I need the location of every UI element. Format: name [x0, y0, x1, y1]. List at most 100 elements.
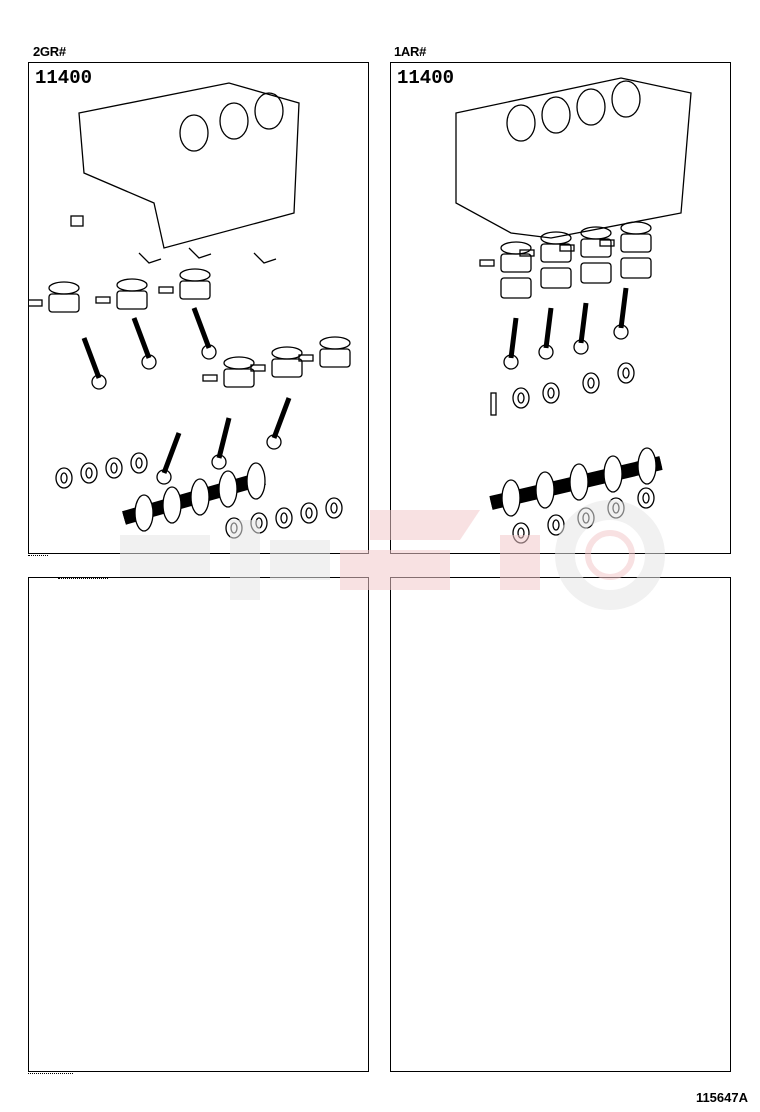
rod-big-end	[91, 374, 107, 390]
divider	[28, 555, 48, 556]
diagram-panel-1ar[interactable]: 11400	[390, 62, 731, 554]
part-number: 11400	[397, 67, 455, 89]
bearing-shell	[325, 497, 343, 519]
bearing-hole	[622, 367, 630, 379]
empty-panel-right	[390, 577, 731, 1072]
bearing-shell	[577, 507, 595, 529]
bearing-hole	[547, 387, 555, 399]
rod-big-end	[266, 434, 282, 450]
piston-pin	[298, 354, 314, 362]
connecting-rod	[578, 302, 589, 344]
piston	[580, 238, 612, 258]
piston	[223, 368, 255, 388]
diagram-panel-2gr[interactable]: 11400	[28, 62, 369, 554]
connecting-rod	[508, 317, 519, 359]
rod-big-end	[156, 469, 172, 485]
piston-ring	[500, 241, 532, 255]
connecting-rod	[543, 307, 554, 349]
piston-ring	[620, 221, 652, 235]
crank-web	[162, 486, 182, 524]
crank-web	[637, 447, 657, 485]
engine-block-assembly-illustration-2gr	[29, 82, 351, 539]
part-number: 11400	[35, 67, 93, 89]
cylinder-bore	[219, 102, 249, 140]
piston-pin	[559, 244, 575, 252]
piston-pin	[479, 259, 495, 267]
cylinder-bore	[179, 114, 209, 152]
bearing-hole	[60, 472, 68, 484]
bearing-shell	[637, 487, 655, 509]
crank-web	[569, 463, 589, 501]
piston	[540, 243, 572, 263]
piston	[580, 262, 612, 284]
cylinder-bore	[541, 96, 571, 134]
piston-ring	[116, 278, 148, 292]
bearing-shell	[55, 467, 73, 489]
bearing-shell	[275, 507, 293, 529]
rod-big-end	[141, 354, 157, 370]
bearing-shell	[225, 517, 243, 539]
bearing-hole	[517, 392, 525, 404]
bolt	[490, 392, 497, 416]
bearing-hole	[552, 519, 560, 531]
bearing-shell	[130, 452, 148, 474]
piston	[271, 358, 303, 378]
connecting-rod	[271, 397, 292, 439]
cylinder-bore	[576, 88, 606, 126]
bearing-shell	[542, 382, 560, 404]
divider	[28, 1073, 73, 1074]
bearing-shell	[80, 462, 98, 484]
piston-pin	[95, 296, 111, 304]
piston	[620, 233, 652, 253]
bearing-hole	[330, 502, 338, 514]
bearing-shell	[607, 497, 625, 519]
illustration-id: 115647A	[695, 1090, 748, 1105]
rod-big-end	[211, 454, 227, 470]
connecting-rod	[618, 287, 629, 329]
bearing-shell	[512, 387, 530, 409]
bearing-shell	[512, 522, 530, 544]
bearing-hole	[517, 527, 525, 539]
bearing-shell	[250, 512, 268, 534]
bearing-hole	[280, 512, 288, 524]
bearing-hole	[582, 512, 590, 524]
cylinder-block	[455, 77, 692, 239]
connecting-rod	[161, 432, 182, 474]
piston-ring	[48, 281, 80, 295]
piston	[48, 293, 80, 313]
piston-pin	[250, 364, 266, 372]
bearing-shell	[617, 362, 635, 384]
crank-web	[246, 462, 266, 500]
connecting-rod	[216, 417, 232, 459]
bearing-hole	[255, 517, 263, 529]
cylinder-bore	[254, 92, 284, 130]
piston	[116, 290, 148, 310]
bearing-hole	[612, 502, 620, 514]
engine-block-assembly-illustration-1ar	[455, 77, 692, 544]
bearing-hole	[642, 492, 650, 504]
crank-web	[134, 494, 154, 532]
divider	[58, 578, 108, 579]
engine-label-2gr: 2GR#	[33, 44, 66, 59]
crank-web	[501, 479, 521, 517]
piston-pin	[599, 239, 615, 247]
piston	[319, 348, 351, 368]
rod-big-end	[613, 324, 629, 340]
bearing-hole	[587, 377, 595, 389]
piston-ring	[271, 346, 303, 360]
rod-big-end	[201, 344, 217, 360]
crank-web	[603, 455, 623, 493]
bearing-hole	[230, 522, 238, 534]
connecting-rod	[81, 337, 102, 379]
crank-web	[218, 470, 238, 508]
piston-ring	[223, 356, 255, 370]
oil-jet	[188, 247, 212, 259]
piston-pin	[29, 299, 43, 307]
cylinder-bore	[506, 104, 536, 142]
connecting-rod	[191, 307, 212, 349]
piston	[540, 267, 572, 289]
bolt	[70, 215, 84, 227]
rod-big-end	[573, 339, 589, 355]
cylinder-bore	[611, 80, 641, 118]
bearing-hole	[135, 457, 143, 469]
